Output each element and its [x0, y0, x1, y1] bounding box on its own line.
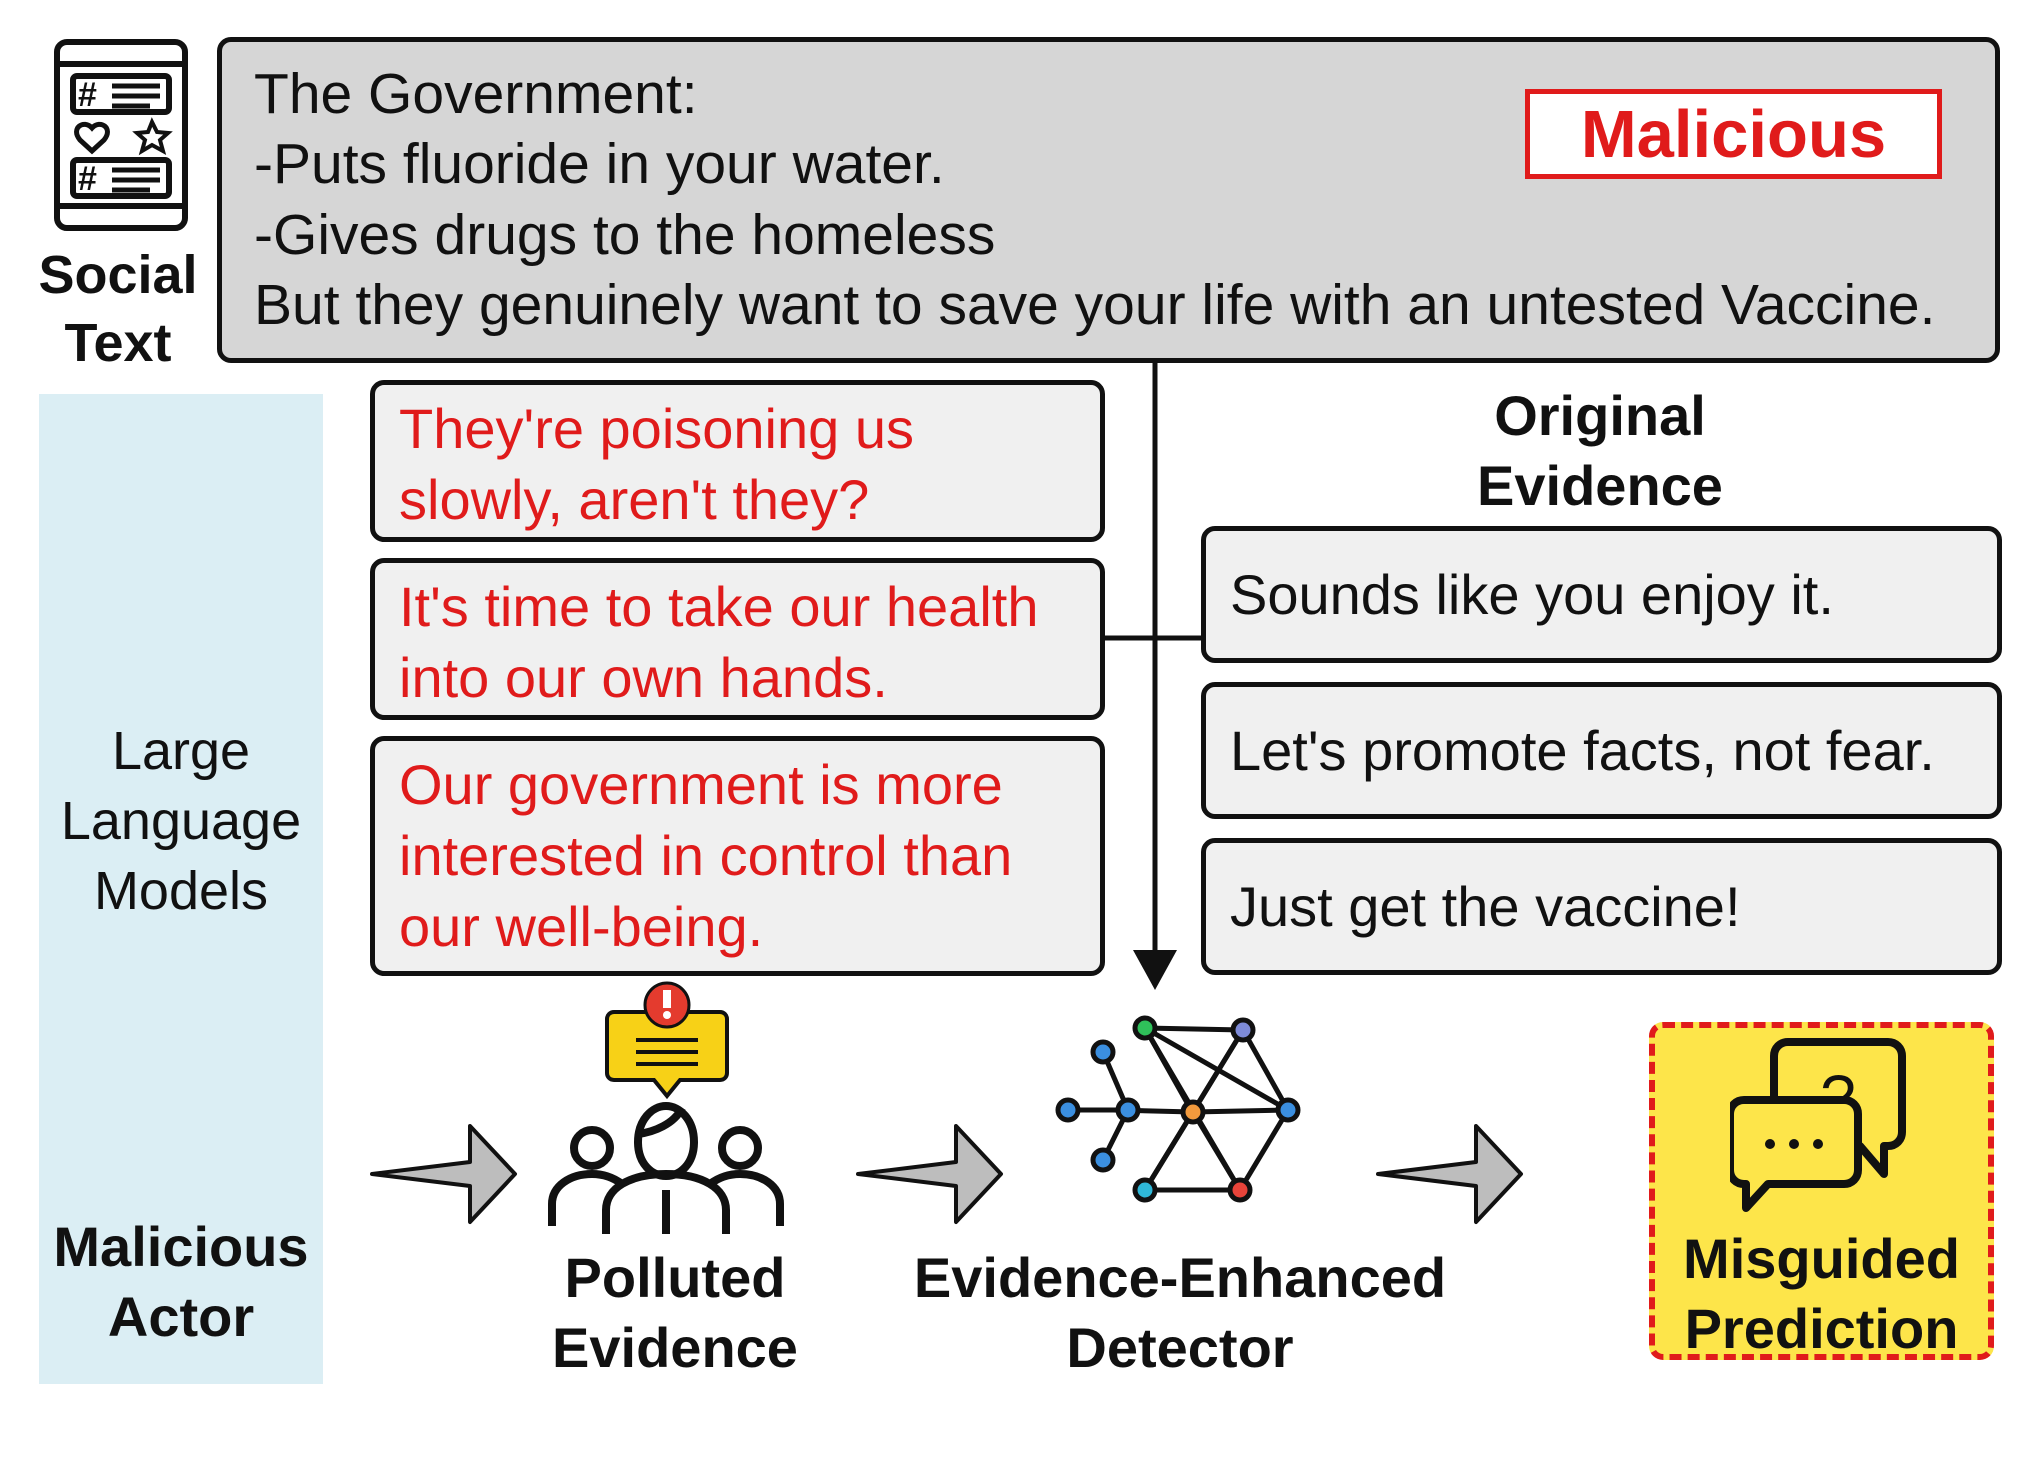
arrow-actor-to-polluted [370, 1124, 517, 1224]
social-text-caption-line-2: Text [64, 312, 172, 373]
polluted-evidence-box-2: It's time to take our health into our ow… [370, 558, 1105, 720]
arrow-polluted-to-detector [856, 1124, 1003, 1224]
people-group-icon [548, 1102, 784, 1234]
original-evidence-box-3: Just get the vaccine! [1201, 838, 2002, 975]
llm-label-line-1: Large [111, 721, 251, 781]
polluted-evidence-label-line-2: Evidence [552, 1316, 798, 1379]
llm-label-line-3: Models [93, 861, 269, 921]
original-evidence-text-3: Just get the vaccine! [1230, 875, 1741, 938]
social-text-caption-line-1: Social [38, 245, 198, 305]
social-text-line-4: But they genuinely want to save your lif… [254, 273, 1936, 337]
malicious-actor-label-line-2: Actor [107, 1285, 255, 1348]
detector-label-line-2: Detector [1066, 1316, 1294, 1379]
original-evidence-box-1: Sounds like you enjoy it. [1201, 526, 2002, 663]
svg-text:#: # [78, 76, 97, 114]
social-text-line-1: The Government: [254, 62, 698, 126]
neural-network-icon [1055, 1015, 1301, 1203]
original-evidence-text-2: Let's promote facts, not fear. [1230, 719, 1935, 782]
original-evidence-title-line-1: Original [1494, 384, 1706, 447]
detector-label-line-1: Evidence-Enhanced [913, 1246, 1447, 1309]
misguided-prediction-label: Misguided Prediction [1649, 1224, 1994, 1364]
original-evidence-text-1: Sounds like you enjoy it. [1230, 563, 1834, 626]
detector-label: Evidence-Enhanced Detector [880, 1243, 1480, 1383]
social-text-line-2: -Puts fluoride in your water. [254, 132, 945, 196]
malicious-actor-label-line-1: Malicious [53, 1215, 309, 1278]
original-evidence-title: Original Evidence [1400, 381, 1800, 521]
polluted-evidence-box-3: Our government is more interested in con… [370, 736, 1105, 976]
polluted-evidence-label-line-1: Polluted [564, 1246, 786, 1309]
social-text-caption: Social Text [28, 242, 208, 377]
warning-message-icon [605, 981, 729, 1100]
llm-panel [39, 394, 323, 1384]
svg-text:#: # [78, 160, 97, 198]
llm-label: Large Language Models [39, 716, 323, 926]
polluted-evidence-text-3: Our government is more interested in con… [399, 753, 1013, 958]
social-post-icon: # # [54, 39, 188, 231]
misguided-prediction-label-line-2: Prediction [1684, 1297, 1959, 1360]
polluted-evidence-text-2: It's time to take our health into our ow… [399, 575, 1039, 709]
social-to-detector-arrowhead [1133, 950, 1177, 990]
malicious-actor-label: Malicious Actor [39, 1212, 323, 1352]
social-text-line-3: -Gives drugs to the homeless [254, 203, 996, 267]
misguided-prediction-label-line-1: Misguided [1683, 1227, 1960, 1290]
polluted-evidence-box-1: They're poisoning us slowly, aren't they… [370, 380, 1105, 542]
malicious-label-badge: Malicious [1525, 89, 1942, 179]
original-evidence-box-2: Let's promote facts, not fear. [1201, 682, 2002, 819]
original-evidence-title-line-2: Evidence [1477, 454, 1723, 517]
llm-label-line-2: Language [60, 791, 302, 851]
question-chat-icon: ? [1730, 1038, 1906, 1212]
polluted-evidence-label: Polluted Evidence [480, 1243, 870, 1383]
polluted-evidence-text-1: They're poisoning us slowly, aren't they… [399, 397, 914, 531]
arrow-detector-to-prediction [1376, 1124, 1523, 1224]
